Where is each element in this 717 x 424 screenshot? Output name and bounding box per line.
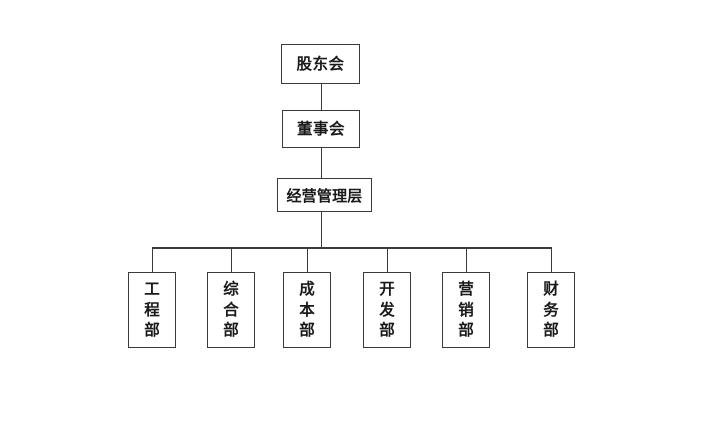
org-node-marketing[interactable]: 营 销 部 xyxy=(442,272,490,348)
org-node-engineering-char-1: 工 xyxy=(144,278,160,298)
org-node-marketing-char-3: 部 xyxy=(458,320,474,340)
connector-bus-to-marketing xyxy=(465,247,467,272)
connector-bus-to-cost xyxy=(306,247,308,272)
org-node-management[interactable]: 经营管理层 xyxy=(277,178,372,212)
org-node-general-affairs-char-1: 综 xyxy=(223,278,239,298)
org-node-cost[interactable]: 成 本 部 xyxy=(283,272,331,348)
org-node-management-label: 经营管理层 xyxy=(286,186,363,205)
connector-board-to-management xyxy=(320,148,322,178)
org-node-development-char-3: 部 xyxy=(379,320,395,340)
org-node-cost-char-1: 成 xyxy=(299,278,315,298)
connector-shareholders-to-board xyxy=(320,84,322,110)
org-node-cost-char-2: 本 xyxy=(299,299,315,319)
connector-bus-to-development xyxy=(386,247,388,272)
connector-horizontal-bus xyxy=(152,247,552,249)
org-node-board[interactable]: 董事会 xyxy=(282,110,360,148)
connector-bus-to-engineering xyxy=(151,247,153,272)
org-node-development-char-2: 发 xyxy=(379,299,395,319)
org-node-marketing-char-2: 销 xyxy=(458,299,474,319)
org-node-engineering-char-2: 程 xyxy=(144,299,160,319)
org-node-development-char-1: 开 xyxy=(379,278,395,298)
org-node-finance[interactable]: 财 务 部 xyxy=(527,272,575,348)
org-node-engineering-char-3: 部 xyxy=(144,320,160,340)
org-node-finance-char-2: 务 xyxy=(543,299,559,319)
org-node-general-affairs-char-3: 部 xyxy=(223,320,239,340)
org-node-finance-char-3: 部 xyxy=(543,320,559,340)
org-node-marketing-char-1: 营 xyxy=(458,278,474,298)
org-node-general-affairs[interactable]: 综 合 部 xyxy=(207,272,255,348)
org-node-shareholders[interactable]: 股东会 xyxy=(281,44,360,84)
org-node-engineering[interactable]: 工 程 部 xyxy=(128,272,176,348)
org-node-general-affairs-char-2: 合 xyxy=(223,299,239,319)
org-node-finance-char-1: 财 xyxy=(543,278,559,298)
org-node-board-label: 董事会 xyxy=(296,119,345,139)
org-node-shareholders-label: 股东会 xyxy=(296,54,345,74)
connector-bus-to-finance xyxy=(550,247,552,272)
org-node-cost-char-3: 部 xyxy=(299,320,315,340)
org-node-development[interactable]: 开 发 部 xyxy=(363,272,411,348)
connector-bus-to-general-affairs xyxy=(230,247,232,272)
connector-management-to-bus xyxy=(320,212,322,248)
